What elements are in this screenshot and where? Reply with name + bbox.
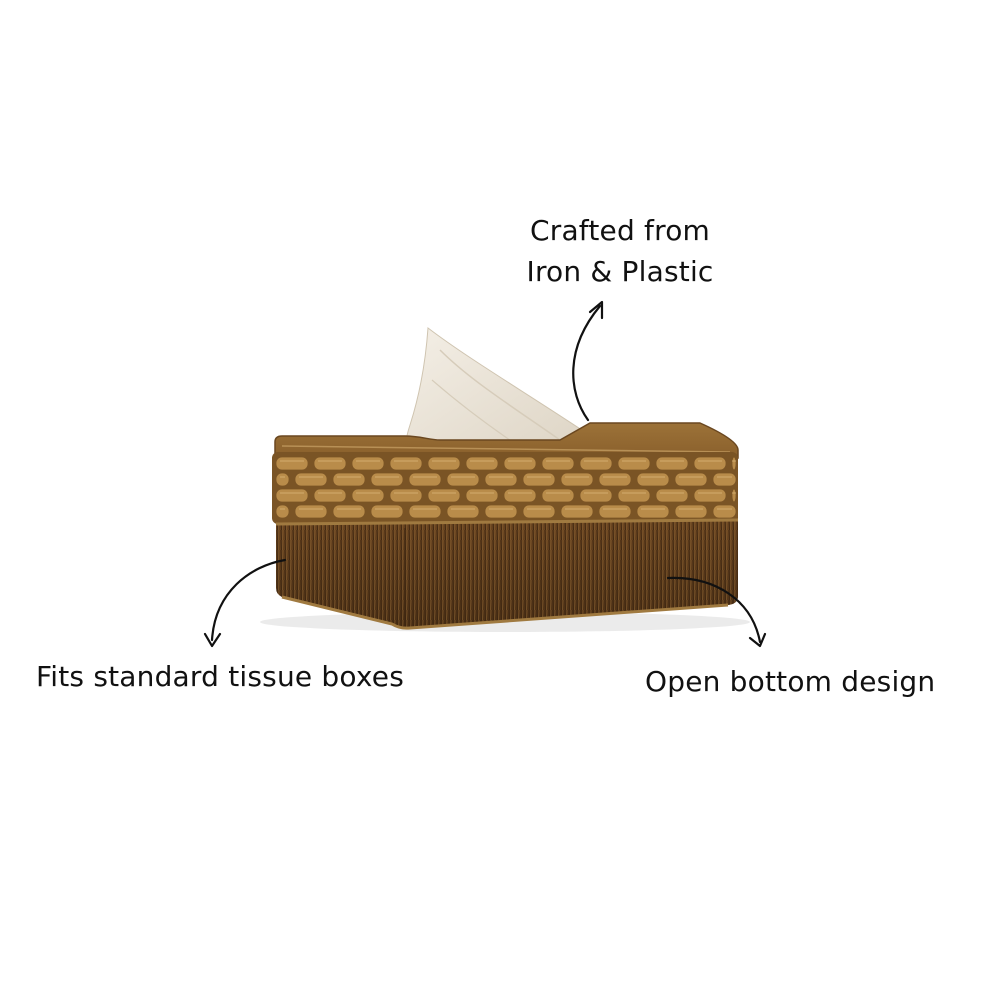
weave-strand bbox=[674, 472, 708, 487]
weave-strand bbox=[427, 488, 461, 503]
weave-strand bbox=[522, 504, 556, 519]
callout-open-bottom: Open bottom design bbox=[645, 665, 936, 698]
weave-strand bbox=[712, 472, 737, 487]
weave-strand bbox=[503, 456, 537, 471]
weave-strand bbox=[541, 456, 575, 471]
weave-strand bbox=[351, 456, 385, 471]
weave-strand bbox=[655, 456, 689, 471]
weave-strand bbox=[446, 504, 480, 519]
weave-strand bbox=[674, 504, 708, 519]
callout-material-line1: Crafted from bbox=[529, 214, 711, 247]
tissue-paper-icon bbox=[405, 327, 602, 456]
weave-strand bbox=[579, 488, 613, 503]
weave-strand bbox=[484, 504, 518, 519]
weave-strand bbox=[693, 456, 727, 471]
weave-strand bbox=[617, 456, 651, 471]
callout-material: Crafted from Iron & Plastic bbox=[505, 210, 735, 292]
callout-fit: Fits standard tissue boxes bbox=[36, 660, 404, 693]
weave-strand bbox=[332, 472, 366, 487]
weave-strand bbox=[484, 472, 518, 487]
weave-strand bbox=[275, 472, 290, 487]
weave-strand bbox=[408, 504, 442, 519]
weave-strand bbox=[560, 472, 594, 487]
weave-strand bbox=[541, 488, 575, 503]
weave-strand bbox=[503, 488, 537, 503]
weave-strand bbox=[294, 504, 328, 519]
weave-strand bbox=[465, 488, 499, 503]
weave-strand bbox=[370, 504, 404, 519]
weave-strand bbox=[522, 472, 556, 487]
weave-strand bbox=[275, 488, 309, 503]
weave-strand bbox=[294, 472, 328, 487]
arrow-up-icon bbox=[572, 300, 604, 422]
callout-material-line2: Iron & Plastic bbox=[526, 255, 714, 288]
weave-strand bbox=[731, 488, 737, 503]
weave-strand bbox=[408, 472, 442, 487]
weave-strand bbox=[446, 472, 480, 487]
weave-strand bbox=[636, 472, 670, 487]
fiber-base bbox=[275, 518, 739, 630]
weave-strand bbox=[313, 488, 347, 503]
weave-strand bbox=[389, 488, 423, 503]
woven-band bbox=[272, 452, 738, 524]
weave-strand bbox=[579, 456, 613, 471]
weave-strand bbox=[465, 456, 499, 471]
weave-strand bbox=[275, 456, 309, 471]
weave-strand bbox=[351, 488, 385, 503]
weave-strand bbox=[655, 488, 689, 503]
arrow-down-left-icon bbox=[203, 558, 287, 648]
weave-strand bbox=[427, 456, 461, 471]
weave-strand bbox=[560, 504, 594, 519]
arrow-down-right-icon bbox=[666, 576, 767, 648]
weave-strand bbox=[332, 504, 366, 519]
weave-strand bbox=[598, 472, 632, 487]
weave-strand bbox=[693, 488, 727, 503]
weave-strand bbox=[275, 504, 290, 519]
weave-strand bbox=[617, 488, 651, 503]
weave-strand bbox=[636, 504, 670, 519]
weave-strand bbox=[598, 504, 632, 519]
weave-strand bbox=[712, 504, 737, 519]
weave-strand bbox=[370, 472, 404, 487]
weave-strand bbox=[389, 456, 423, 471]
box-lid bbox=[274, 422, 739, 459]
weave-strand bbox=[313, 456, 347, 471]
weave-strand bbox=[731, 456, 737, 471]
